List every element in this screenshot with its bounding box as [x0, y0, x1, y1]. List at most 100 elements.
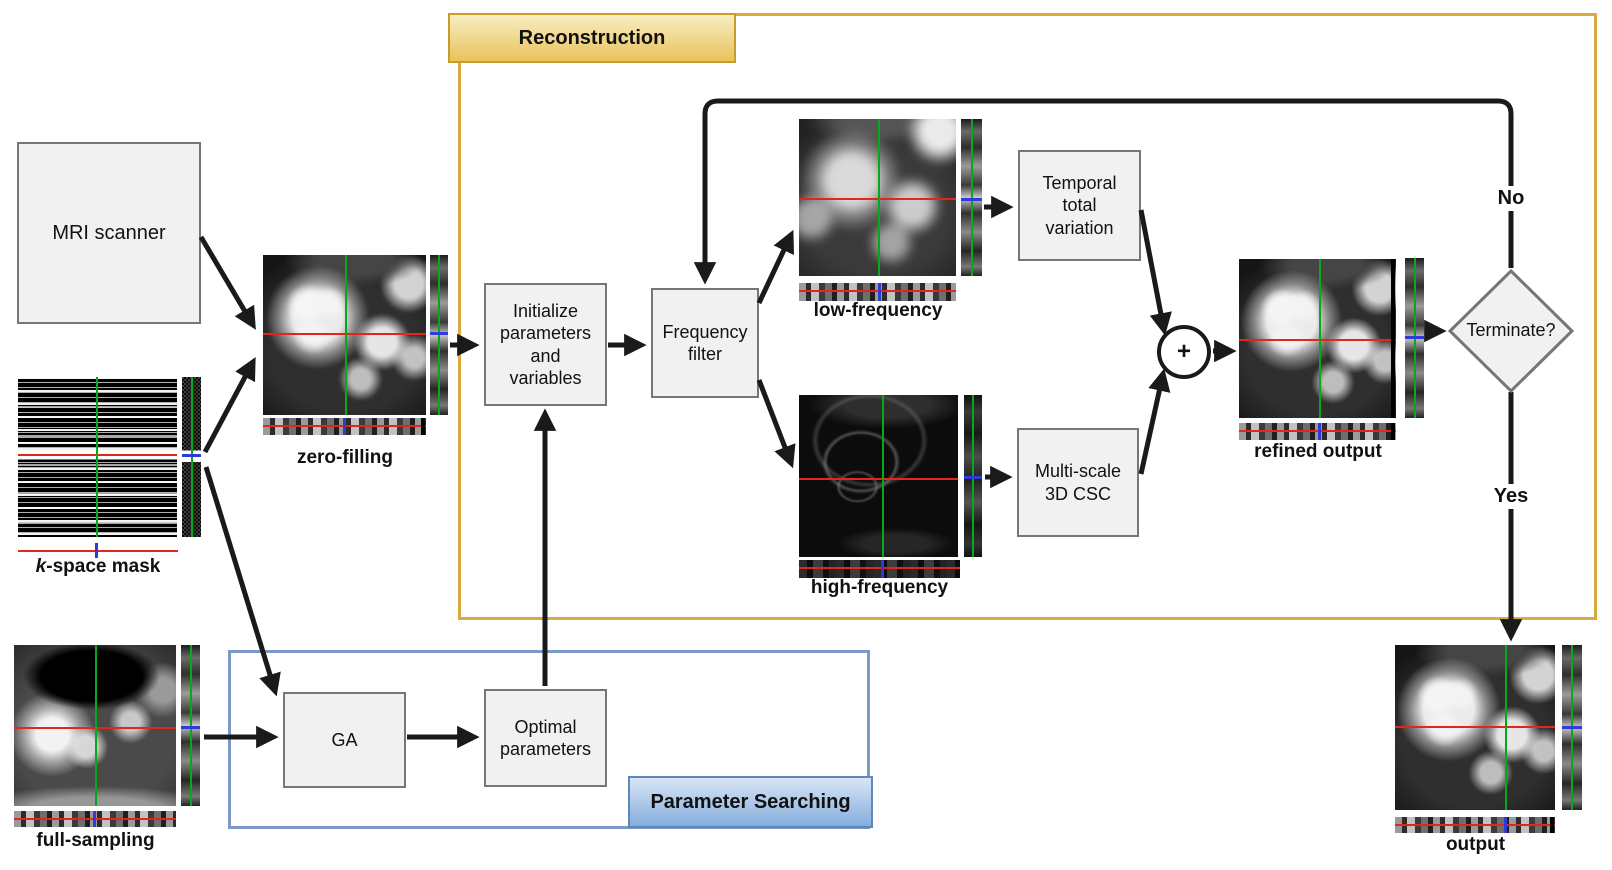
- end-bar: [1391, 423, 1395, 440]
- k-space-mask-bottom-strip: [18, 543, 178, 558]
- caption-text: output: [1445, 834, 1506, 855]
- full-sampling-caption: full-sampling: [14, 830, 177, 852]
- refined-output-side-strip: [1405, 258, 1424, 418]
- crosshair-horizontal: [18, 549, 178, 552]
- end-bar: [421, 418, 425, 435]
- crosshair-horizontal: [1239, 338, 1396, 341]
- blue-tick: [961, 197, 982, 201]
- refined-output-bottom-strip: [1239, 423, 1396, 440]
- blue-tick: [182, 453, 201, 457]
- crosshair-horizontal: [1395, 823, 1555, 826]
- low-frequency-image: [799, 119, 956, 276]
- high-frequency-caption: high-frequency: [799, 577, 960, 599]
- caption-italic-k: k: [35, 556, 47, 577]
- box-label: Multi-scale 3D CSC: [1034, 461, 1122, 504]
- crosshair-vertical: [95, 645, 97, 806]
- zero-filling-image: [263, 255, 426, 415]
- edge-text: No: [1497, 187, 1525, 209]
- high-frequency-side-strip: [964, 395, 982, 557]
- crosshair-vertical: [1319, 259, 1322, 418]
- zero-filling-side-strip: [430, 255, 448, 415]
- box-label: Frequency filter: [662, 321, 748, 365]
- crosshair-horizontal: [799, 567, 960, 570]
- refined-output-caption: refined output: [1239, 441, 1397, 463]
- no-branch-label: No: [1489, 186, 1533, 211]
- blue-tick: [1317, 423, 1321, 440]
- caption-text: full-sampling: [36, 830, 155, 851]
- arrow-mri-scanner-to-zero-filling: [198, 235, 256, 330]
- high-frequency-bottom-strip: [799, 560, 960, 578]
- temporal-total-variation-box: Temporal total variation: [1018, 150, 1141, 261]
- blue-tick: [964, 476, 982, 479]
- blue-tick: [1562, 725, 1582, 729]
- parameter-searching-title: Parameter Searching: [628, 776, 873, 828]
- decision-text: Terminate?: [1466, 320, 1556, 340]
- full-sampling-image: [14, 645, 176, 806]
- zero-filling-caption: zero-filling: [263, 447, 427, 469]
- box-label: Optimal parameters: [499, 716, 592, 760]
- refined-output-image: [1239, 259, 1396, 418]
- box-label: GA: [331, 729, 358, 750]
- reconstruction-container: [458, 13, 1597, 620]
- terminate-label: Terminate?: [1449, 320, 1573, 341]
- output-side-strip: [1562, 645, 1582, 810]
- group-title-text: Parameter Searching: [650, 790, 851, 813]
- initialize-parameters-box: Initialize parameters and variables: [484, 283, 607, 406]
- group-title-text: Reconstruction: [518, 26, 666, 49]
- yes-branch-label: Yes: [1486, 484, 1536, 509]
- blue-tick: [430, 331, 448, 335]
- ga-box: GA: [283, 692, 406, 788]
- crosshair-horizontal: [799, 477, 958, 480]
- frequency-filter-box: Frequency filter: [651, 288, 759, 398]
- k-space-mask-image: [18, 377, 177, 537]
- blue-tick: [94, 543, 98, 558]
- blue-tick: [877, 283, 881, 301]
- mri-texture: [799, 395, 958, 557]
- box-label: Initialize parameters and variables: [499, 300, 592, 389]
- crosshair-horizontal: [1395, 725, 1555, 728]
- k-space-mask-side-strip: [182, 377, 201, 537]
- blue-tick: [93, 811, 97, 827]
- crosshair-vertical: [881, 395, 884, 557]
- blue-tick: [1503, 817, 1507, 833]
- parameter-searching-container: [228, 650, 870, 829]
- mri-scanner-box: MRI scanner: [17, 142, 201, 324]
- caption-text: zero-filling: [296, 447, 394, 468]
- optimal-parameters-box: Optimal parameters: [484, 689, 607, 787]
- zero-filling-bottom-strip: [263, 418, 426, 435]
- edge-text: Yes: [1493, 485, 1529, 507]
- k-space-mask-caption: k-space mask: [18, 556, 178, 578]
- box-label: Temporal total variation: [1042, 172, 1117, 238]
- crosshair-vertical: [438, 255, 441, 415]
- crosshair-vertical: [190, 377, 193, 537]
- caption-text: high-frequency: [810, 577, 949, 598]
- sum-node: +: [1157, 325, 1211, 379]
- caption-text: refined output: [1254, 441, 1382, 462]
- arrow-k-space-mask-to-zero-filling: [202, 357, 256, 454]
- crosshair-vertical: [344, 255, 347, 415]
- output-image: [1395, 645, 1555, 810]
- blue-tick: [881, 560, 885, 578]
- plus-sign: +: [1176, 338, 1191, 365]
- end-bar: [1391, 259, 1395, 418]
- blue-tick: [342, 418, 346, 435]
- blue-tick: [1405, 336, 1424, 340]
- output-caption: output: [1395, 834, 1556, 856]
- crosshair-vertical: [877, 119, 880, 276]
- end-bar: [1550, 817, 1554, 833]
- crosshair-vertical: [95, 377, 98, 537]
- crosshair-vertical: [1505, 645, 1508, 810]
- low-frequency-side-strip: [961, 119, 982, 276]
- output-bottom-strip: [1395, 817, 1555, 833]
- full-sampling-bottom-strip: [14, 811, 176, 827]
- blue-tick: [181, 725, 200, 729]
- high-frequency-image: [799, 395, 958, 557]
- reconstruction-title: Reconstruction: [448, 13, 736, 63]
- low-frequency-bottom-strip: [799, 283, 956, 301]
- box-label: MRI scanner: [52, 221, 166, 244]
- caption-text: low-frequency: [813, 300, 943, 321]
- caption-text: -space mask: [46, 556, 161, 577]
- full-sampling-side-strip: [181, 645, 200, 806]
- low-frequency-caption: low-frequency: [799, 300, 957, 322]
